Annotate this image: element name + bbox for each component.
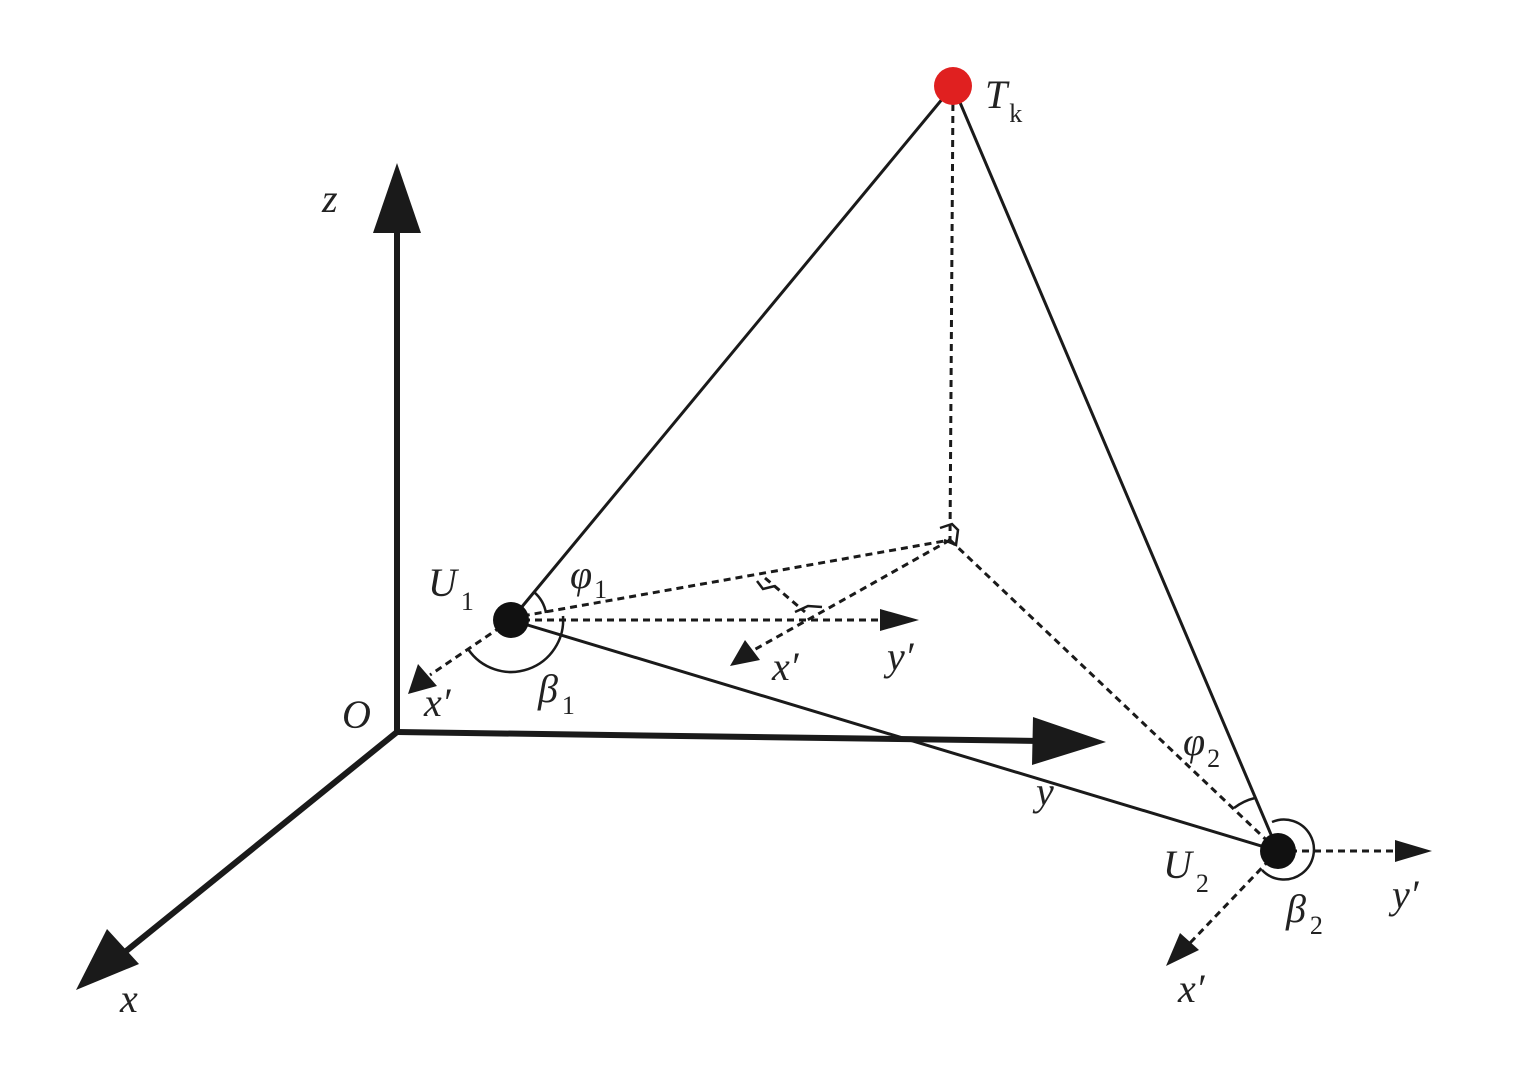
u1-y-arrow-icon <box>880 609 919 631</box>
proj-x-arrow-icon <box>730 640 760 666</box>
line-target-u2 <box>951 85 1280 852</box>
beta1-arc <box>466 615 565 674</box>
right-angle-mark <box>939 522 960 547</box>
right-angle-mark <box>756 580 776 591</box>
projection-x-prime <box>744 538 951 657</box>
proj-x-prime-label: x′ <box>771 644 800 689</box>
u2-x-arrow-icon <box>1166 933 1199 966</box>
z-axis-label: z <box>321 176 338 221</box>
x-arrow-icon <box>76 929 139 990</box>
u1-y-prime-label: y′ <box>883 634 915 679</box>
line-u1-u2 <box>510 618 1279 853</box>
target-label: Tk <box>985 72 1022 128</box>
target-tk <box>934 67 972 105</box>
u1-to-projection <box>510 538 951 620</box>
origin-label: O <box>342 692 371 737</box>
u1-x-prime-label: x′ <box>423 680 452 725</box>
z-arrow-icon <box>373 163 421 233</box>
u1-x-arrow-icon <box>408 664 437 694</box>
phi1-arc <box>533 591 548 614</box>
node-u2 <box>1260 833 1296 869</box>
phi2-arc <box>1233 796 1256 810</box>
u2-y-prime-label: y′ <box>1388 872 1420 917</box>
u2-x-prime-label: x′ <box>1177 966 1206 1011</box>
y-arrow-icon <box>1032 717 1106 765</box>
beta2-arc <box>1261 818 1316 881</box>
projection-to-u2 <box>948 538 1280 853</box>
x-axis-label: x <box>119 976 138 1021</box>
phi1-label: φ1 <box>570 552 607 604</box>
x-axis <box>76 729 399 990</box>
y-axis <box>396 717 1106 765</box>
line-u1-target <box>509 85 955 621</box>
target-projection-vertical <box>948 91 955 541</box>
u2-x-prime-axis <box>1188 849 1280 945</box>
phi2-label: φ2 <box>1183 719 1220 773</box>
right-angle-mark <box>794 604 823 614</box>
u2-y-arrow-icon <box>1395 840 1432 862</box>
y-axis-label: y <box>1032 769 1054 814</box>
node-u1 <box>493 602 529 638</box>
perpendicular-foot <box>764 576 806 614</box>
z-axis <box>373 163 421 735</box>
